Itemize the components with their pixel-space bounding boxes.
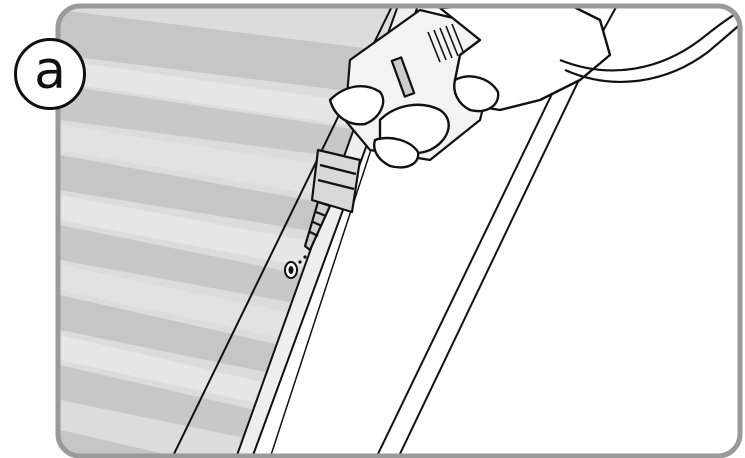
step-badge: a bbox=[14, 38, 86, 110]
step-label: a bbox=[34, 45, 66, 97]
